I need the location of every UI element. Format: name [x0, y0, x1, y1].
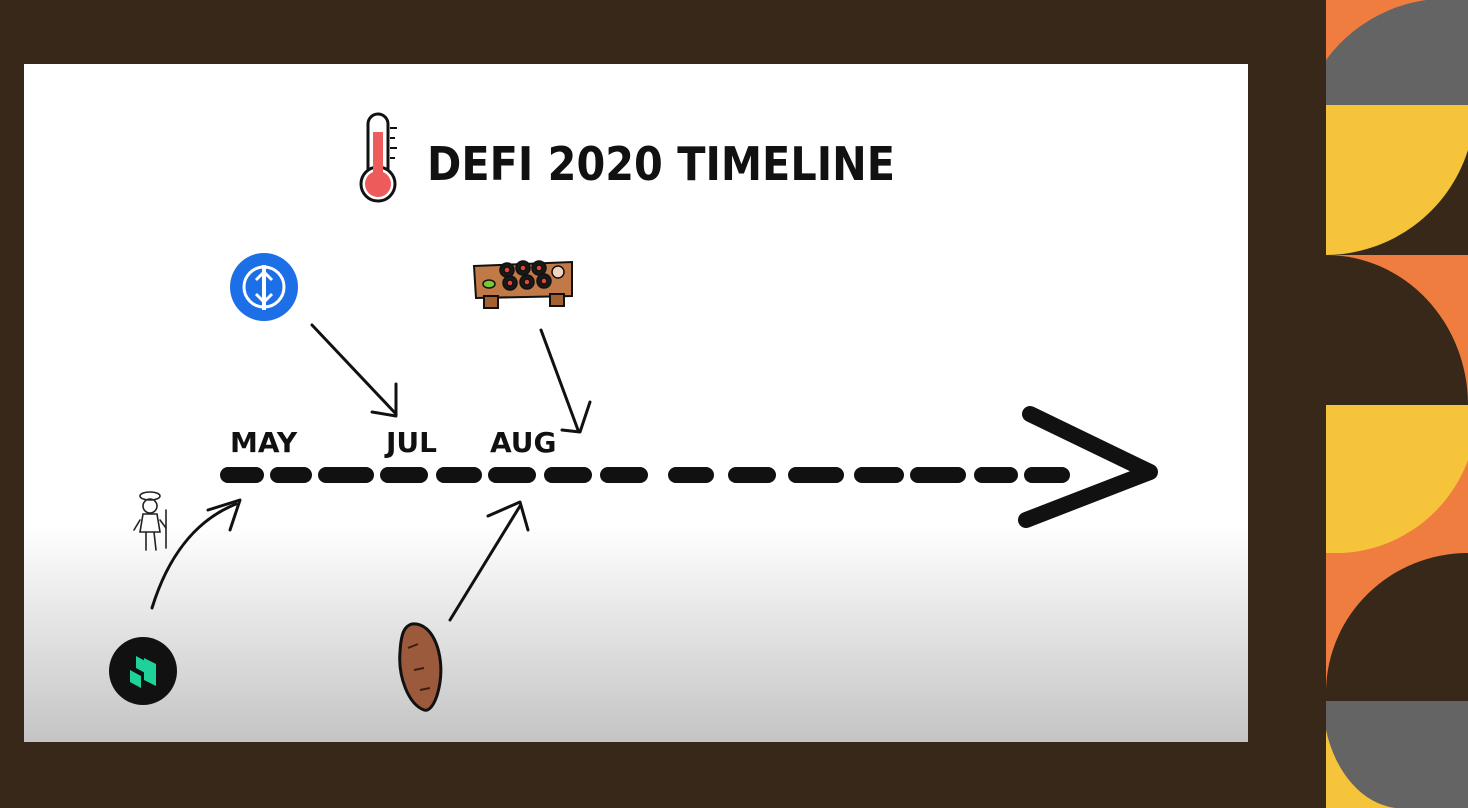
page-title: DEFI 2020 TIMELINE	[427, 137, 895, 191]
arrow-compound-to-may-head	[206, 498, 242, 532]
arrow-yam-to-aug-head	[486, 500, 530, 532]
connector-arrows	[150, 323, 592, 622]
month-label-aug: AUG	[490, 426, 557, 459]
arrow-yearn-to-jul	[310, 323, 398, 416]
decorative-pattern	[1326, 0, 1468, 808]
month-label-may: MAY	[230, 426, 298, 459]
timeline-arrowhead	[1018, 406, 1158, 528]
month-label-jul: JUL	[384, 426, 437, 459]
sweet-potato-yam-icon	[398, 622, 443, 712]
sushi-platter-icon	[472, 260, 573, 309]
yearn-finance-logo-icon	[230, 253, 298, 321]
compound-logo-icon	[109, 637, 177, 705]
thermometer-icon	[359, 112, 397, 203]
arrow-sushi-to-aug	[539, 328, 580, 432]
slide	[24, 64, 1248, 742]
arrow-yam-to-aug	[448, 504, 522, 622]
arrow-sushi-to-aug-head	[560, 400, 592, 434]
farmer-character-icon	[133, 491, 167, 551]
arrow-compound-to-may	[150, 502, 238, 610]
arrow-yearn-to-jul-head	[370, 382, 398, 418]
